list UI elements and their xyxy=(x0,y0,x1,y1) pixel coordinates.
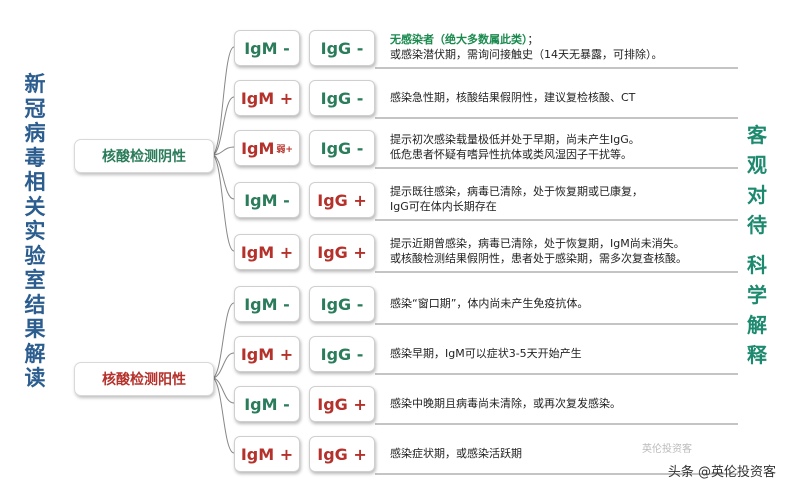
branch-curve xyxy=(211,96,235,156)
right-title-char: 科 xyxy=(747,253,767,277)
side-title-char: 相 xyxy=(24,170,46,194)
igm-result: IgM + xyxy=(234,80,300,116)
branch-curve xyxy=(211,146,235,156)
igm-label: IgM - xyxy=(244,38,290,58)
branch-curve xyxy=(211,46,235,156)
row-description: 感染早期，IgM可以症状3-5天开始产生 xyxy=(390,346,720,361)
side-title-char: 验 xyxy=(24,243,46,268)
igm-label: IgM + xyxy=(240,344,294,364)
desc-text: 提示初次感染载量极低并处于早期，尚未产生IgG。 低危患者怀疑有嗜异性抗体或类风… xyxy=(390,133,640,161)
right-title-char: 释 xyxy=(747,343,767,367)
side-title-char: 室 xyxy=(24,268,46,292)
desc-text: ； 或感染潜伏期，需询问接触史（14天无暴露，可排除）。 xyxy=(390,33,663,61)
igm-label: IgM + xyxy=(240,88,294,108)
branch-curve xyxy=(211,377,235,404)
igg-result: IgG - xyxy=(309,336,375,372)
igm-result: IgM - xyxy=(234,386,300,422)
igm-result: IgM - xyxy=(234,30,300,66)
side-title: 新冠病毒相关实验室结果解读 xyxy=(18,72,52,391)
group-positive: 核酸检测阳性 xyxy=(74,362,214,396)
right-title-char: 学 xyxy=(747,283,767,307)
side-title-char: 读 xyxy=(24,366,46,390)
side-title-char: 冠 xyxy=(24,96,46,121)
row-description: 无感染者（绝大多数属此类）； 或感染潜伏期，需询问接触史（14天无暴露，可排除）… xyxy=(390,32,720,62)
branch-curve xyxy=(211,302,235,379)
desc-text: 提示既往感染，病毒已清除，处于恢复期或已康复， IgG可在体内长期存在 xyxy=(390,185,643,213)
desc-text: 感染早期，IgM可以症状3-5天开始产生 xyxy=(390,347,582,360)
row-description: 提示近期曾感染，病毒已清除，处于恢复期，IgM尚未消失。 或核酸检测结果假阴性，… xyxy=(390,236,720,266)
igg-result: IgG - xyxy=(309,286,375,322)
right-title-char: 客 xyxy=(747,123,767,147)
side-title-char: 果 xyxy=(24,317,46,341)
desc-highlight: 无感染者（绝大多数属此类） xyxy=(390,33,528,46)
desc-text: 感染“窗口期”，体内尚未产生免疫抗体。 xyxy=(390,297,589,310)
igg-result: IgG + xyxy=(309,386,375,422)
desc-text: 感染急性期，核酸结果假阴性，建议复检核酸、CT xyxy=(390,91,636,104)
igg-result: IgG + xyxy=(309,436,375,472)
side-title-char: 解 xyxy=(24,341,46,366)
branch-curve xyxy=(211,352,235,379)
row-description: 感染中晚期且病毒尚未清除，或再次复发感染。 xyxy=(390,396,720,411)
row-description: 感染“窗口期”，体内尚未产生免疫抗体。 xyxy=(390,296,720,311)
desc-text: 感染症状期，或感染活跃期 xyxy=(390,447,522,460)
side-title-char: 病 xyxy=(24,121,46,145)
igg-result: IgG - xyxy=(309,80,375,116)
right-title-char: 对 xyxy=(747,183,767,207)
igm-result: IgM + xyxy=(234,234,300,270)
igg-result: IgG - xyxy=(309,130,375,166)
row-description: 提示既往感染，病毒已清除，处于恢复期或已康复， IgG可在体内长期存在 xyxy=(390,184,720,214)
row-description: 感染急性期，核酸结果假阴性，建议复检核酸、CT xyxy=(390,90,720,105)
branch-curve xyxy=(211,377,235,454)
right-title-char: 待 xyxy=(747,213,767,237)
side-title-char: 实 xyxy=(24,219,46,243)
igm-result: IgM - xyxy=(234,286,300,322)
watermark: 英伦投资客 xyxy=(642,444,692,455)
side-title-char: 毒 xyxy=(24,145,46,170)
side-title-char: 结 xyxy=(24,292,46,317)
igm-label: IgM - xyxy=(244,394,290,414)
igg-result: IgG + xyxy=(309,234,375,270)
igg-result: IgG - xyxy=(309,30,375,66)
igm-label: IgM + xyxy=(240,242,294,262)
igm-result: IgM + xyxy=(234,336,300,372)
desc-text: 提示近期曾感染，病毒已清除，处于恢复期，IgM尚未消失。 或核酸检测结果假阴性，… xyxy=(390,237,687,265)
igm-label: IgM + xyxy=(240,444,294,464)
igg-result: IgG + xyxy=(309,182,375,218)
group-negative: 核酸检测阴性 xyxy=(74,139,214,173)
right-title-char: 观 xyxy=(747,153,767,177)
desc-text: 感染中晚期且病毒尚未清除，或再次复发感染。 xyxy=(390,397,621,410)
branch-curve xyxy=(211,154,235,252)
igm-weak-label: 弱+ xyxy=(276,144,293,155)
igm-result: IgM - xyxy=(234,182,300,218)
right-title-char: 解 xyxy=(747,313,767,337)
igm-result: IgM + xyxy=(234,436,300,472)
row-description: 提示初次感染载量极低并处于早期，尚未产生IgG。 低危患者怀疑有嗜异性抗体或类风… xyxy=(390,132,720,162)
igm-label: IgM - xyxy=(244,190,290,210)
side-title-char: 新 xyxy=(24,72,46,96)
side-title-char: 关 xyxy=(24,194,46,219)
footer-credit: 头条 @英伦投资客 xyxy=(667,465,776,480)
row-description: 感染症状期，或感染活跃期 xyxy=(390,446,720,461)
branch-curve xyxy=(211,154,235,200)
igm-label: IgM xyxy=(241,138,275,158)
igm-label: IgM - xyxy=(244,294,290,314)
